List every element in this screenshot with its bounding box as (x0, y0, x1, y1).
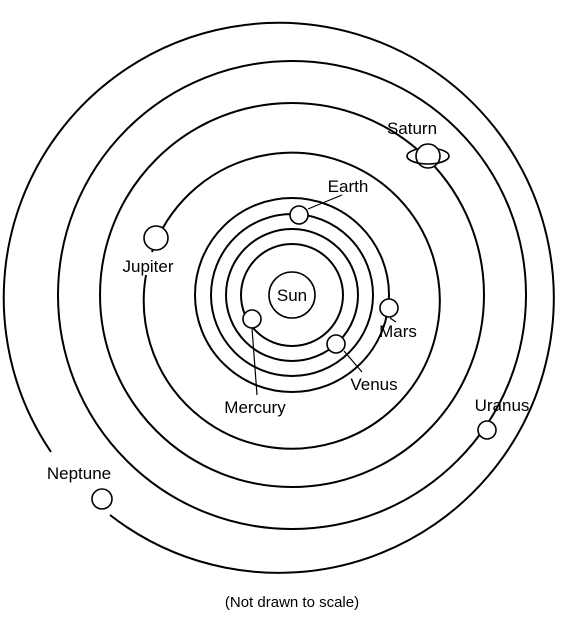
uranus-planet (477, 420, 497, 440)
mars-label: Mars (379, 322, 417, 341)
mars-leader-line (389, 317, 397, 323)
venus-leader-line (343, 350, 363, 373)
mercury-planet (242, 309, 262, 329)
orbit-jupiter (142, 151, 441, 450)
sun-label: Sun (277, 286, 307, 305)
saturn-label: Saturn (387, 119, 437, 138)
earth-leader-line (307, 194, 343, 210)
neptune-label: Neptune (47, 464, 111, 483)
mercury-label: Mercury (224, 398, 286, 417)
orbit-venus (225, 228, 359, 362)
venus-label: Venus (350, 375, 397, 394)
jupiter-planet (143, 225, 169, 251)
venus-planet (326, 334, 346, 354)
mars-planet (379, 298, 399, 318)
sun (268, 271, 316, 319)
uranus-label: Uranus (475, 396, 530, 415)
orbit-uranus (57, 60, 527, 530)
caption: (Not drawn to scale) (225, 594, 359, 611)
orbit-mercury (240, 243, 344, 347)
earth-label: Earth (328, 177, 369, 196)
saturn-planet (406, 143, 450, 169)
earth-planet (289, 205, 309, 225)
orbit-saturn (99, 102, 485, 488)
mercury-leader-line (251, 327, 258, 396)
orbit-mars (194, 197, 390, 393)
orbit-neptune (2, 21, 555, 574)
jupiter-label: Jupiter (122, 257, 173, 276)
neptune-planet (91, 488, 113, 510)
